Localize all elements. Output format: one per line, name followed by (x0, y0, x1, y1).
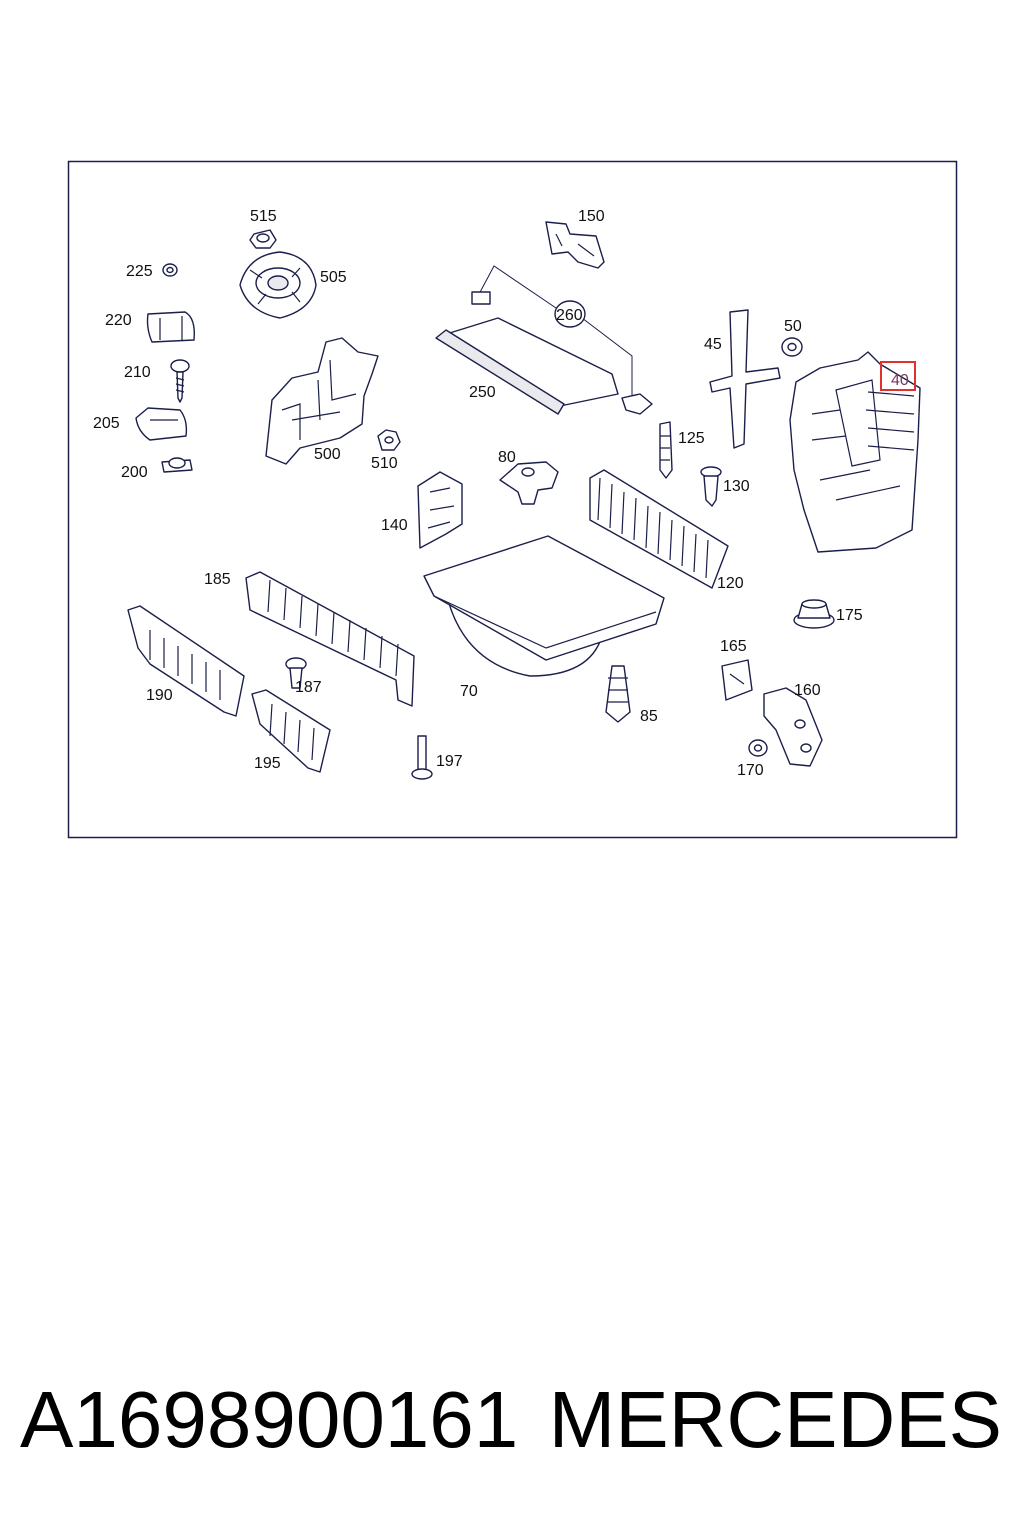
part-197-bolt (411, 735, 433, 780)
part-200-clip (161, 457, 193, 473)
callout-515: 515 (250, 208, 277, 225)
part-70-load-floor (423, 535, 665, 677)
highlight-box-40 (880, 361, 916, 391)
callout-170: 170 (737, 762, 764, 779)
part-40-trim-panel (789, 351, 921, 553)
callout-50: 50 (784, 318, 802, 335)
callout-150: 150 (578, 208, 605, 225)
callout-200: 200 (121, 464, 148, 481)
part-515-nut (249, 229, 277, 249)
part-number: A1698900161 (20, 1375, 519, 1464)
callout-220: 220 (105, 312, 132, 329)
callout-160: 160 (794, 682, 821, 699)
callout-40: 40 (891, 372, 909, 389)
callout-210: 210 (124, 364, 151, 381)
part-187-clip (285, 657, 307, 689)
part-260-leader-lines (477, 265, 633, 398)
callout-510: 510 (371, 455, 398, 472)
caption-bar: A1698900161 MERCEDES (0, 1372, 1024, 1468)
part-210-screw (170, 359, 190, 403)
callout-197: 197 (436, 753, 463, 770)
part-125-clip (659, 421, 673, 479)
callout-85: 85 (640, 708, 658, 725)
part-45-support (709, 309, 781, 449)
callout-195: 195 (254, 755, 281, 772)
parts-diagram: 515 225 505 220 210 205 200 500 510 150 … (67, 160, 958, 839)
part-510-nut (377, 429, 401, 451)
callout-140: 140 (381, 517, 408, 534)
callout-505: 505 (320, 269, 347, 286)
callout-260: 260 (556, 307, 583, 324)
callout-190: 190 (146, 687, 173, 704)
part-165-cover (721, 659, 753, 701)
callout-120: 120 (717, 575, 744, 592)
part-130-push-pin (700, 466, 722, 507)
callout-45: 45 (704, 336, 722, 353)
part-190-trim (127, 605, 245, 717)
callout-165: 165 (720, 638, 747, 655)
part-220-cover (146, 311, 195, 343)
callout-130: 130 (723, 478, 750, 495)
diagram-frame (67, 160, 958, 839)
part-120-ribbed-panel (589, 469, 729, 589)
part-505-spare-wheel-holder (239, 251, 317, 319)
part-225-washer (162, 263, 178, 277)
callout-80: 80 (498, 449, 516, 466)
part-50-grommet (781, 337, 803, 357)
callout-185: 185 (204, 571, 231, 588)
part-170-nut (748, 739, 768, 757)
callout-205: 205 (93, 415, 120, 432)
part-160-bracket (763, 687, 823, 767)
part-205-cap (135, 407, 188, 441)
part-500-bracket (265, 337, 379, 465)
callout-70: 70 (460, 683, 478, 700)
part-175-grommet (793, 599, 835, 629)
callout-125: 125 (678, 430, 705, 447)
callout-250: 250 (469, 384, 496, 401)
part-80-clip (499, 461, 559, 505)
part-85-bumper (605, 665, 631, 723)
part-195-trim (251, 689, 331, 773)
callout-175: 175 (836, 607, 863, 624)
callout-187: 187 (295, 679, 322, 696)
callout-500: 500 (314, 446, 341, 463)
part-185-ribbed-trim (245, 571, 415, 707)
brand-name: MERCEDES (548, 1375, 1002, 1464)
part-250-roller-blind (435, 291, 653, 415)
part-140-bracket (417, 471, 463, 549)
part-150-bracket (545, 221, 605, 269)
callout-225: 225 (126, 263, 153, 280)
